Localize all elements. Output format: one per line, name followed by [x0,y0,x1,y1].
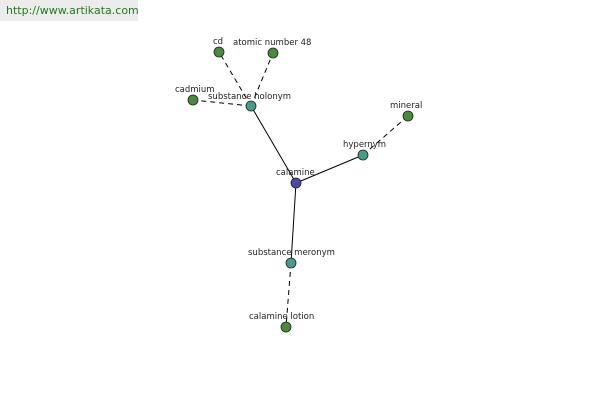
edge-calamine-hypernym [295,154,364,184]
edge-hypernym-mineral [362,115,409,156]
label-hypernym: hypernym [343,140,386,150]
label-calamine-lotion: calamine lotion [249,312,314,322]
label-substance-meronym: substance meronym [248,248,335,258]
label-cadmium: cadmium [175,85,215,95]
node-cadmium[interactable] [187,94,199,106]
edge-holonym-cd [218,51,252,107]
node-atomic-number-48[interactable] [267,47,279,59]
edge-holonym-cadmium [192,99,252,107]
site-url-watermark[interactable]: http://www.artikata.com [0,0,139,21]
node-calamine[interactable] [290,177,302,189]
edge-meronym-calamine-lotion [285,262,292,328]
label-cd: cd [213,37,223,47]
node-mineral[interactable] [402,110,414,122]
node-cd[interactable] [213,46,225,58]
edge-calamine-substance-holonym [250,105,297,184]
label-substance-holonym: substance holonym [208,92,291,102]
node-substance-holonym[interactable] [245,100,257,112]
node-hypernym[interactable] [357,149,369,161]
label-atomic-number-48: atomic number 48 [233,38,311,48]
node-substance-meronym[interactable] [285,257,297,269]
edge-holonym-atomic-number [250,52,274,107]
edge-calamine-substance-meronym [290,182,297,264]
label-mineral: mineral [390,101,422,111]
label-calamine: calamine [276,168,315,178]
node-calamine-lotion[interactable] [280,321,292,333]
